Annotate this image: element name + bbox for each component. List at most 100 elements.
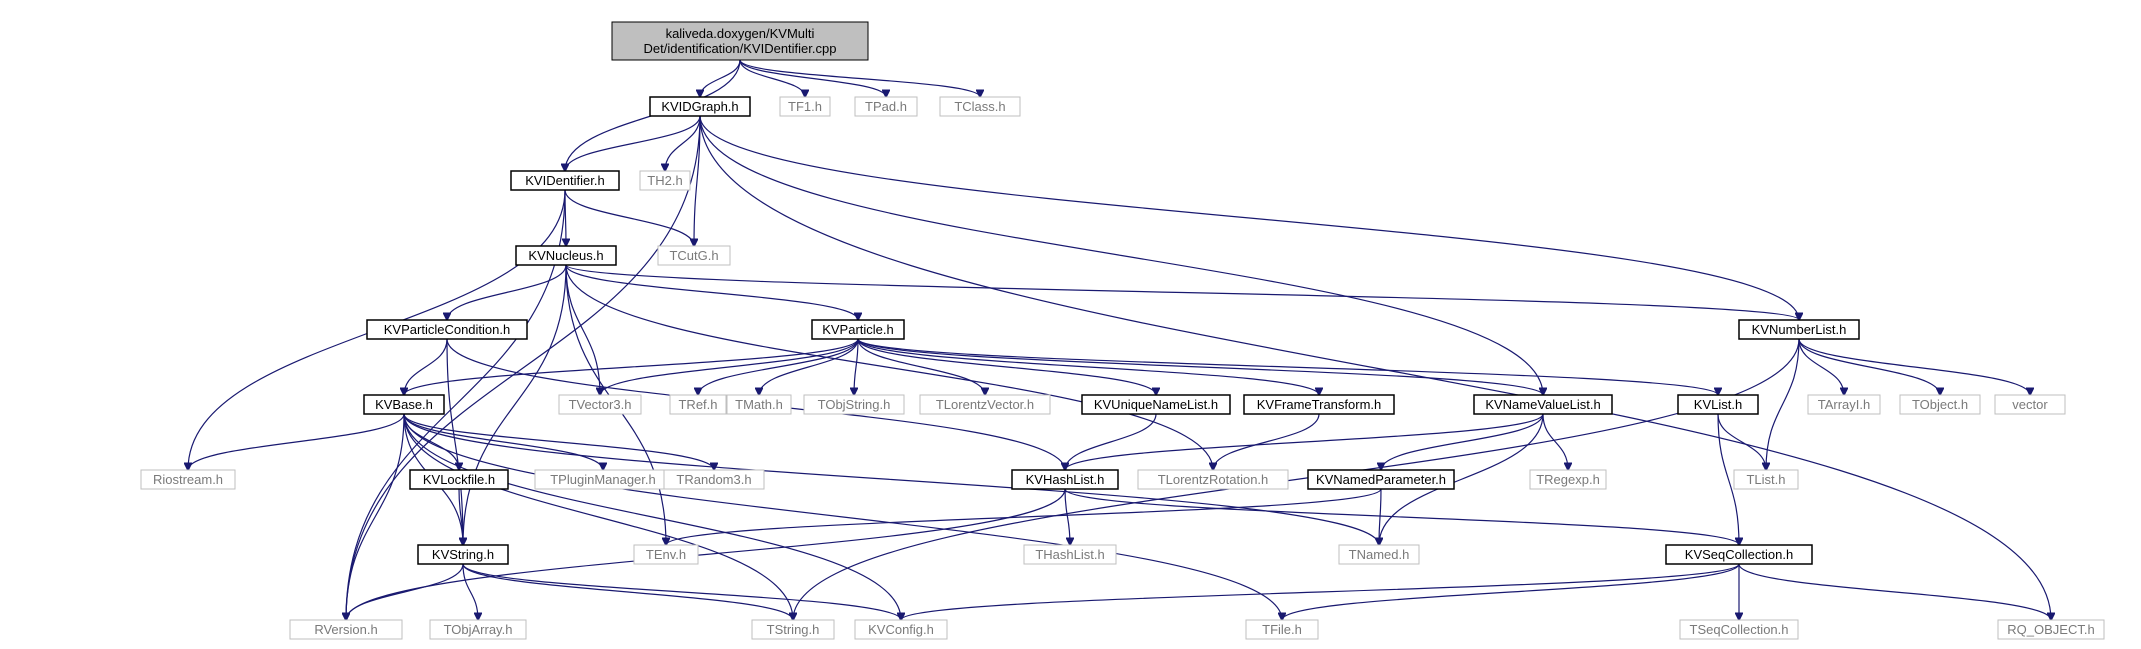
node-label: TLorentzRotation.h [1158, 472, 1269, 487]
node-box [639, 170, 691, 191]
file-nodes: kaliveda.doxygen/KVMultiDet/identificati… [140, 21, 2105, 640]
edge-kvnucleus-to-kvnumber-list [565, 264, 1799, 320]
edge-kvnucleus-to-kvparticle [565, 264, 858, 320]
node-kvlockfile[interactable]: KVLockfile.h [409, 469, 509, 490]
node-box [1081, 394, 1231, 415]
node-kvlist[interactable]: KVList.h [1677, 394, 1759, 415]
node-root[interactable]: kaliveda.doxygen/KVMultiDet/identificati… [611, 21, 869, 61]
node-label: KVSeqCollection.h [1685, 547, 1793, 562]
node-kvhash-list[interactable]: KVHashList.h [1011, 469, 1119, 490]
edge-kvidgraph-to-kvidentifier [565, 115, 701, 171]
edge-kvseq-collection-to-rq-object [1738, 563, 2051, 620]
node-box [1245, 619, 1319, 640]
node-tarray-i: TArrayI.h [1807, 394, 1881, 415]
edge-kvparticle-to-kvname-value-list [857, 338, 1543, 395]
node-box [289, 619, 403, 640]
node-kvstring[interactable]: KVString.h [417, 544, 509, 565]
node-rq-object: RQ_OBJECT.h [1997, 619, 2105, 640]
edge-kvunique-name-list-to-kvhash-list [1065, 413, 1157, 470]
edge-kvparticle-to-tvector3 [600, 338, 859, 395]
edge-kvseq-collection-to-kvconfig [901, 563, 1740, 620]
node-kvname-value-list[interactable]: KVNameValueList.h [1473, 394, 1613, 415]
node-label: KVHashList.h [1026, 472, 1105, 487]
edge-kvlist-to-kvseq-collection [1717, 413, 1739, 545]
edge-kvnucleus-to-kvstring [463, 264, 567, 545]
node-tmath: TMath.h [726, 394, 792, 415]
node-box [669, 394, 727, 415]
node-label: TMath.h [735, 397, 783, 412]
node-kvparticle[interactable]: KVParticle.h [811, 319, 905, 340]
node-kvidgraph[interactable]: KVIDGraph.h [649, 96, 751, 117]
node-kvunique-name-list[interactable]: KVUniqueNameList.h [1081, 394, 1231, 415]
node-box [779, 96, 831, 117]
edge-kvhash-list-to-rversion [346, 488, 1066, 620]
node-kvbase[interactable]: KVBase.h [363, 394, 445, 415]
node-box [633, 544, 699, 565]
node-label: TObject.h [1912, 397, 1968, 412]
node-kvnucleus[interactable]: KVNucleus.h [515, 245, 617, 266]
node-box [1338, 544, 1420, 565]
edge-root-to-kvidgraph [700, 59, 741, 97]
node-box [1529, 469, 1607, 490]
node-label: TFile.h [1262, 622, 1302, 637]
node-kvnumber-list[interactable]: KVNumberList.h [1738, 319, 1860, 340]
node-label: TH2.h [647, 173, 682, 188]
node-tregexp: TRegexp.h [1529, 469, 1607, 490]
node-box [919, 394, 1051, 415]
edge-kvnamed-parameter-to-tenv [666, 488, 1382, 545]
node-box [751, 619, 835, 640]
node-tenv: TEnv.h [633, 544, 699, 565]
node-box [803, 394, 905, 415]
node-label: TCutG.h [669, 248, 718, 263]
node-label: TPluginManager.h [550, 472, 656, 487]
node-box [611, 21, 869, 61]
node-kvidentifier[interactable]: KVIDentifier.h [510, 170, 620, 191]
edge-kvnucleus-to-tlorentz-rotation [565, 264, 1213, 470]
edge-kvbase-to-tnamed [403, 413, 1379, 545]
node-box [649, 96, 751, 117]
node-tclass: TClass.h [939, 96, 1021, 117]
node-tseq-collection: TSeqCollection.h [1679, 619, 1799, 640]
node-box [515, 245, 617, 266]
node-tlorentz-vector: TLorentzVector.h [919, 394, 1051, 415]
edge-kvidgraph-to-kvname-value-list [699, 115, 1543, 395]
node-box [429, 619, 527, 640]
edge-kvhash-list-to-kvseq-collection [1064, 488, 1739, 545]
edge-kvidgraph-to-rq-object [699, 115, 2051, 620]
edge-kvparticle-to-tmath [759, 338, 859, 395]
node-rversion: RVersion.h [289, 619, 403, 640]
edge-kvnumber-list-to-tlist [1766, 338, 1800, 470]
edge-kvbase-to-tplugin-manager [403, 413, 603, 470]
edge-kvparticle-condition-to-kvbase [404, 338, 448, 395]
node-label: KVUniqueNameList.h [1094, 397, 1218, 412]
node-kvparticle-condition[interactable]: KVParticleCondition.h [366, 319, 528, 340]
node-label: TRef.h [678, 397, 717, 412]
node-tcut-g: TCutG.h [657, 245, 731, 266]
node-label: kaliveda.doxygen/KVMulti [666, 26, 815, 41]
edge-kvname-value-list-to-tnamed [1379, 413, 1544, 545]
edge-kvlockfile-to-kvstring [458, 488, 463, 545]
node-label: KVNamedParameter.h [1316, 472, 1446, 487]
node-kvnamed-parameter[interactable]: KVNamedParameter.h [1307, 469, 1455, 490]
edge-kvnumber-list-to-tstring [793, 338, 1800, 620]
node-box [510, 170, 620, 191]
edge-kvparticle-to-kvframe-transform [857, 338, 1319, 395]
edge-kvnumber-list-to-tarray-i [1798, 338, 1844, 395]
node-kvframe-transform[interactable]: KVFrameTransform.h [1243, 394, 1395, 415]
node-label: TObjString.h [818, 397, 891, 412]
node-box [1679, 619, 1799, 640]
node-kvseq-collection[interactable]: KVSeqCollection.h [1665, 544, 1813, 565]
node-box [1807, 394, 1881, 415]
node-tlorentz-rotation: TLorentzRotation.h [1137, 469, 1289, 490]
edge-root-to-tpad [739, 59, 886, 97]
node-label: TPad.h [865, 99, 907, 114]
edge-kvbase-to-rversion [346, 413, 405, 620]
edge-kvname-value-list-to-kvnamed-parameter [1381, 413, 1544, 470]
node-label: KVNucleus.h [528, 248, 603, 263]
edge-kvnumber-list-to-tobject [1798, 338, 1940, 395]
edge-kvbase-to-riostream [188, 413, 405, 470]
node-box [1243, 394, 1395, 415]
edge-kvidgraph-to-th2 [665, 115, 701, 171]
node-label: KVNameValueList.h [1485, 397, 1600, 412]
